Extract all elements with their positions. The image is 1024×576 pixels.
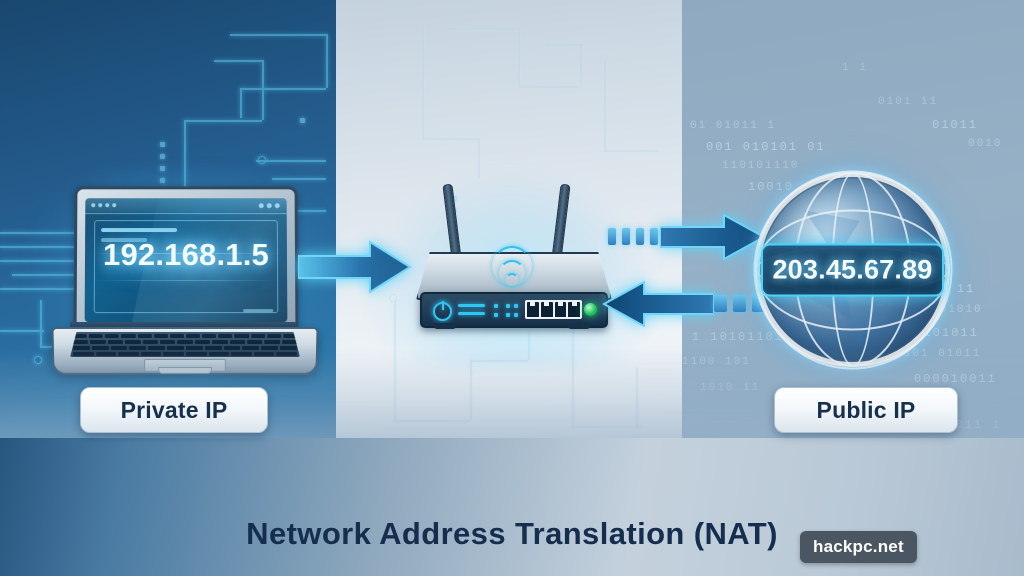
flow-dash (650, 228, 658, 245)
flow-dash (636, 228, 644, 245)
flow-dash (608, 228, 616, 245)
laptop-keyboard (70, 332, 301, 357)
laptop-base (51, 326, 319, 375)
globe-internet: 203.45.67.89 (725, 142, 980, 397)
private-ip-value: 192.168.1.5 (102, 237, 270, 273)
laptop-hinge (70, 322, 296, 329)
public-ip-value: 203.45.67.89 (772, 254, 933, 284)
watermark-badge: hackpc.net (800, 531, 917, 563)
ethernet-port (527, 302, 539, 317)
power-icon (433, 302, 452, 321)
router-foot (568, 323, 590, 329)
page-title: Network Address Translation (NAT) (246, 516, 778, 551)
router-device (370, 172, 654, 368)
public-ip-display: 203.45.67.89 (761, 243, 944, 296)
router-led-dot (514, 304, 518, 308)
public-ip-label-text: Public IP (816, 396, 916, 423)
router-led-dot (506, 304, 510, 308)
router-led-dot (494, 304, 498, 308)
ethernet-port (568, 302, 580, 317)
private-ip-label-text: Private IP (120, 396, 228, 423)
router-led-bar (458, 312, 485, 315)
laptop-front-lip (158, 366, 212, 374)
status-led-icon (584, 303, 597, 316)
screen-text-line (243, 309, 274, 313)
flow-dash (622, 228, 630, 245)
router-led-dot (506, 313, 510, 317)
router-foot (434, 323, 456, 329)
router-led-bar (458, 304, 485, 307)
router-front-panel (420, 292, 608, 328)
window-dots-right (258, 203, 280, 209)
flow-arrow-inbound-dashed (602, 281, 714, 327)
laptop-lid: 192.168.1.5 (73, 186, 299, 333)
public-ip-label: Public IP (774, 387, 958, 433)
window-dots-left (91, 203, 117, 208)
private-ip-display: 192.168.1.5 (85, 237, 287, 273)
ethernet-ports (525, 300, 582, 319)
ethernet-port (540, 302, 553, 317)
router-led-dot (514, 313, 518, 317)
wifi-icon (490, 246, 534, 286)
flow-dash (714, 295, 727, 312)
private-ip-label: Private IP (80, 387, 268, 433)
laptop-device: 192.168.1.5 (24, 168, 342, 394)
laptop-screen: 192.168.1.5 (84, 198, 288, 323)
ethernet-port (554, 302, 567, 317)
router-led-dot (494, 313, 498, 317)
